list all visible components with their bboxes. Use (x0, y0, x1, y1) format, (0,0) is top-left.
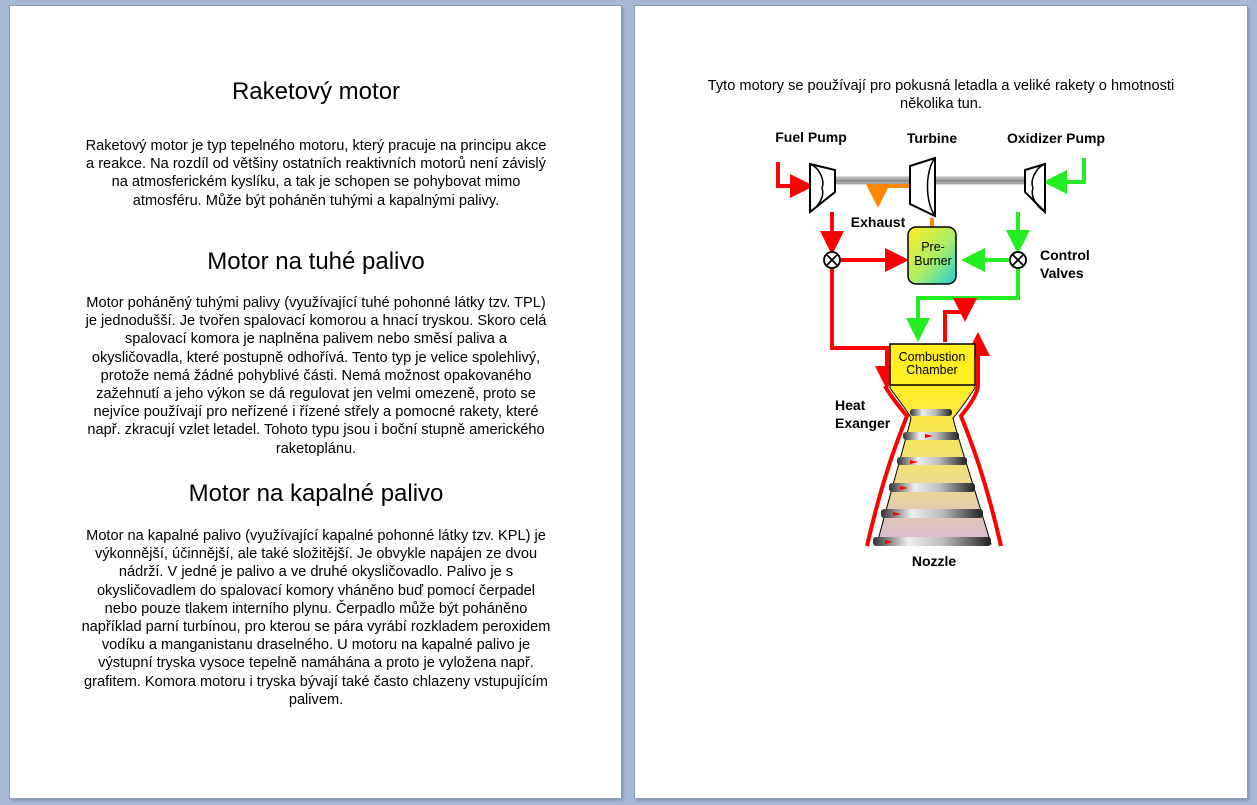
coolant-wall-right (958, 332, 1003, 547)
page2-intro-paragraph: Tyto motory se používají pro pokusná let… (707, 78, 1175, 113)
liquid-fuel-heading: Motor na kapalné palivo (188, 480, 444, 507)
page-title: Raketový motor (231, 78, 401, 105)
oxidizer-pump-icon (1024, 162, 1046, 215)
heat-exchanger-label: Exanger (835, 415, 891, 431)
turbine-label: Turbine (907, 130, 958, 146)
heat-exchanger-rings (873, 409, 991, 546)
fuel-inlet-line (776, 162, 814, 198)
liquid-fuel-paragraph: Motor na kapalné palivo (využívající kap… (81, 528, 551, 708)
document-page-1: Raketový motor Raketový motor je typ tep… (10, 6, 621, 798)
heat-exchanger-label: Heat (835, 397, 866, 413)
fuel-pump-label: Fuel Pump (775, 129, 847, 145)
coolant-wall-left (865, 385, 910, 547)
oxidizer-pump-label: Oxidizer Pump (1007, 130, 1105, 146)
nozzle-label: Nozzle (912, 553, 957, 569)
combustion-chamber-label: Chamber (906, 363, 957, 377)
fuel-control-valve-icon (823, 251, 841, 269)
exhaust-line (866, 184, 910, 208)
exhaust-label: Exhaust (851, 214, 906, 230)
fuel-to-chamber-line (830, 268, 899, 390)
combustion-chamber-label: Combustion (899, 350, 966, 364)
coolant-return-line (943, 298, 977, 342)
control-valves-label: Valves (1040, 265, 1084, 281)
oxidizer-inlet-line (1043, 158, 1086, 194)
preburner-box (907, 226, 957, 285)
control-valves-label: Control (1040, 247, 1090, 263)
rocket-engine-diagram: Pre- Burner Combustion Chamber Fuel Pump… (775, 129, 1105, 569)
preburner-label: Pre- (921, 240, 945, 254)
intro-paragraph: Raketový motor je typ tepelného motoru, … (85, 138, 547, 209)
oxidizer-control-valve-icon (1009, 251, 1027, 269)
solid-fuel-paragraph: Motor poháněný tuhými palivy (využívajíc… (85, 295, 547, 457)
combustion-chamber-box (889, 343, 976, 386)
solid-fuel-heading: Motor na tuhé palivo (207, 248, 425, 275)
document-page-2: Tyto motory se používají pro pokusná let… (635, 6, 1247, 798)
preburner-label: Burner (914, 254, 952, 268)
